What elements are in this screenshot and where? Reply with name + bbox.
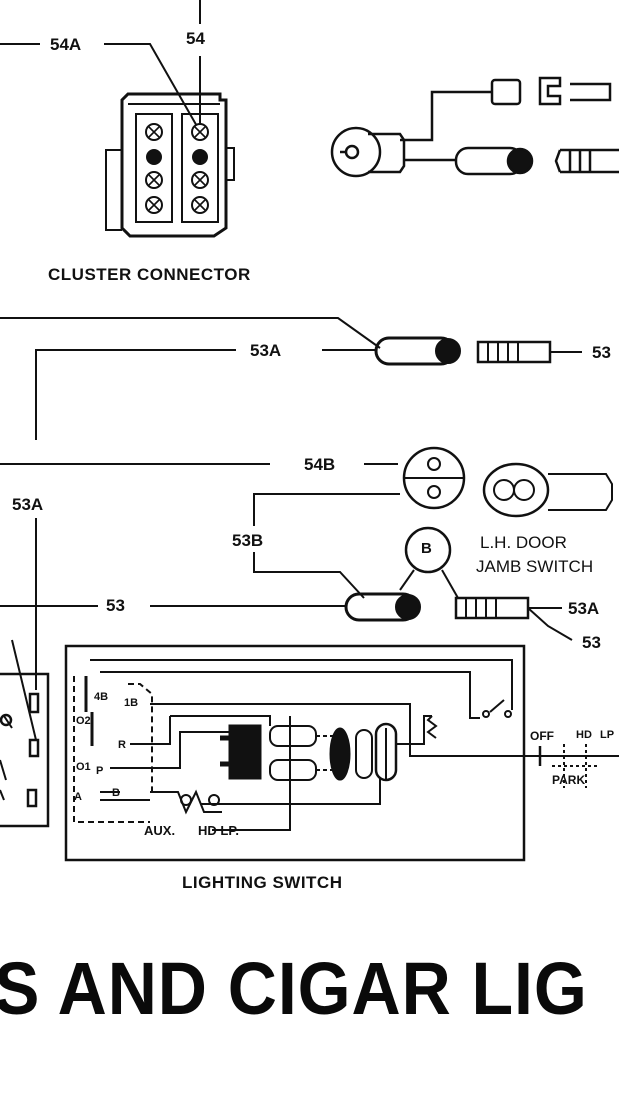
cluster-connector-caption: CLUSTER CONNECTOR (48, 265, 251, 284)
term-a: A (74, 791, 82, 803)
switch-off-label: OFF (530, 729, 554, 743)
label-53a-left: 53A (12, 495, 44, 514)
label-53a-lower: 53A (568, 599, 600, 618)
label-53-lower: 53 (106, 596, 125, 615)
label-door-line1: L.H. DOOR (480, 533, 567, 552)
switch-hd-label: HD (576, 729, 592, 741)
left-device (0, 639, 50, 828)
connector-pins (145, 123, 209, 214)
term-o1: O1 (76, 761, 91, 773)
term-p: P (96, 765, 104, 777)
switch-aux-label: AUX. (144, 823, 176, 838)
switch-hd-lp-label: HD LP. (198, 823, 239, 838)
label-54a-top: 54A (50, 35, 82, 54)
lighting-switch-box (64, 644, 619, 862)
wire-53b (253, 493, 400, 526)
term-b: B (112, 787, 120, 799)
label-53b: 53B (232, 531, 264, 550)
label-53a-mid: 53A (250, 341, 282, 360)
switch-park-label: PARK (552, 773, 586, 787)
label-ground-b: B (421, 540, 432, 557)
label-53-right: 53 (592, 343, 611, 362)
bulb-socket-assembly (330, 76, 619, 178)
term-4b: 4B (94, 691, 109, 703)
wire-53a-mid (35, 349, 236, 440)
wire-top-long (0, 317, 381, 349)
label-54b: 54B (304, 455, 336, 474)
switch-lp-label: LP (600, 729, 615, 741)
ground-b (404, 526, 452, 574)
term-o2: O2 (76, 715, 91, 727)
label-54-top: 54 (186, 29, 205, 48)
cluster-connector (105, 92, 235, 238)
term-1b: 1B (124, 697, 139, 709)
section-headline: S AND CIGAR LIG (0, 947, 588, 1030)
door-jamb-switch (482, 462, 613, 518)
lighting-switch-caption: LIGHTING SWITCH (182, 873, 343, 892)
label-door-line2: JAMB SWITCH (476, 557, 594, 576)
label-53-lower-right: 53 (582, 633, 601, 652)
term-r: R (118, 739, 126, 751)
wire-54a-leader (104, 43, 199, 129)
